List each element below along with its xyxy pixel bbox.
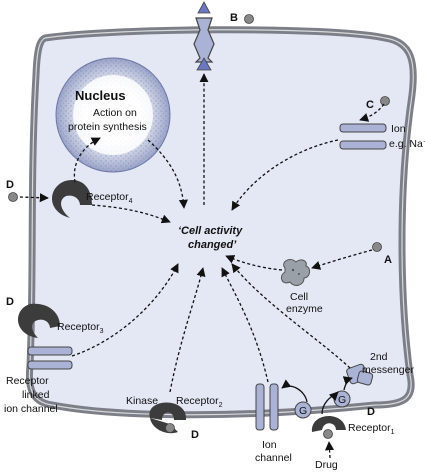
receptor-linked-ion-channel	[27, 346, 73, 370]
drug-molecule-2	[165, 423, 175, 433]
receptor-4-label: Receptor4	[86, 191, 133, 205]
ion-channel-bottom	[255, 383, 279, 431]
drug-label: Drug	[315, 459, 338, 471]
arrow-a-to-enzyme	[311, 249, 373, 270]
receptor-4	[52, 180, 92, 218]
receptor-linked-line1: Receptor	[6, 375, 49, 387]
letter-d-4: D	[6, 179, 14, 191]
arrow-nucleus-to-centre	[147, 139, 188, 209]
receptor-1-label: Receptor1	[348, 422, 395, 436]
coupling-arrow-3	[342, 376, 353, 391]
nucleus	[55, 57, 171, 173]
g-protein-right-label: G	[338, 394, 346, 406]
enzyme-label-line2: enzyme	[286, 303, 323, 315]
receptor-linked-line2: linked	[22, 389, 50, 401]
drug-molecule-b	[244, 14, 254, 24]
cell-enzyme	[280, 259, 311, 286]
letter-b: B	[230, 12, 238, 24]
letter-c: C	[366, 99, 374, 111]
arrow-receptor4-to-centre	[91, 204, 171, 224]
ion-channel-line1: Ion	[262, 439, 277, 451]
arrow-c-to-channel	[359, 103, 385, 122]
arrow-receptor3-to-centre	[71, 263, 179, 357]
drug-molecule-d4	[8, 192, 18, 202]
g-protein-left-label: G	[299, 405, 307, 417]
ion-label-line1: Ion	[391, 123, 406, 135]
nucleus-action-line1: Action on	[93, 107, 137, 119]
arrow-channel-to-centre	[221, 267, 269, 383]
g-protein-left	[294, 401, 312, 419]
messenger-line2: messenger	[362, 364, 414, 376]
ion-channel-c	[339, 123, 387, 150]
drug-molecule-c	[380, 96, 390, 106]
receptor-1	[311, 415, 346, 432]
drug-molecule-1	[323, 429, 333, 439]
arrow-receptor4-up	[73, 137, 101, 183]
arrow-messenger-to-centre	[231, 263, 351, 369]
arrow-kinase-to-centre	[169, 267, 206, 393]
receptor-b	[193, 1, 215, 71]
arrow-d4-molecule	[19, 193, 49, 203]
receptor-3-label: Receptor3	[57, 321, 104, 335]
arrow-ion-to-centre	[231, 139, 339, 211]
receptor-linked-line3: ion channel	[4, 403, 58, 415]
kinase-label: Kinase	[126, 395, 158, 407]
letter-a: A	[384, 254, 392, 266]
nucleus-action-line2: protein synthesis	[68, 121, 147, 133]
coupling-arrow-1	[321, 391, 339, 415]
messenger-line1: 2nd	[370, 351, 388, 363]
ion-label-line2: e.g. Na⁺	[389, 138, 425, 150]
centre-line1: ‘Cell activity	[178, 225, 243, 237]
drug-molecule-a	[372, 242, 382, 252]
enzyme-label-line1: Cell	[290, 291, 308, 303]
nucleus-title: Nucleus	[75, 88, 126, 103]
cell-membrane-inner	[28, 29, 414, 416]
arrow-enzyme-to-centre	[225, 255, 283, 271]
letter-d-2: D	[191, 429, 199, 441]
coupling-arrow-2	[281, 379, 308, 403]
centre-line2: changed’	[188, 239, 237, 251]
letter-d-3: D	[6, 296, 14, 308]
receptor-3	[18, 303, 61, 338]
letter-d-1: D	[367, 406, 375, 418]
arrow-drug-to-receptor1	[324, 441, 335, 459]
ion-channel-line2: channel	[255, 452, 292, 464]
receptor-2-label: Receptor2	[176, 395, 223, 409]
